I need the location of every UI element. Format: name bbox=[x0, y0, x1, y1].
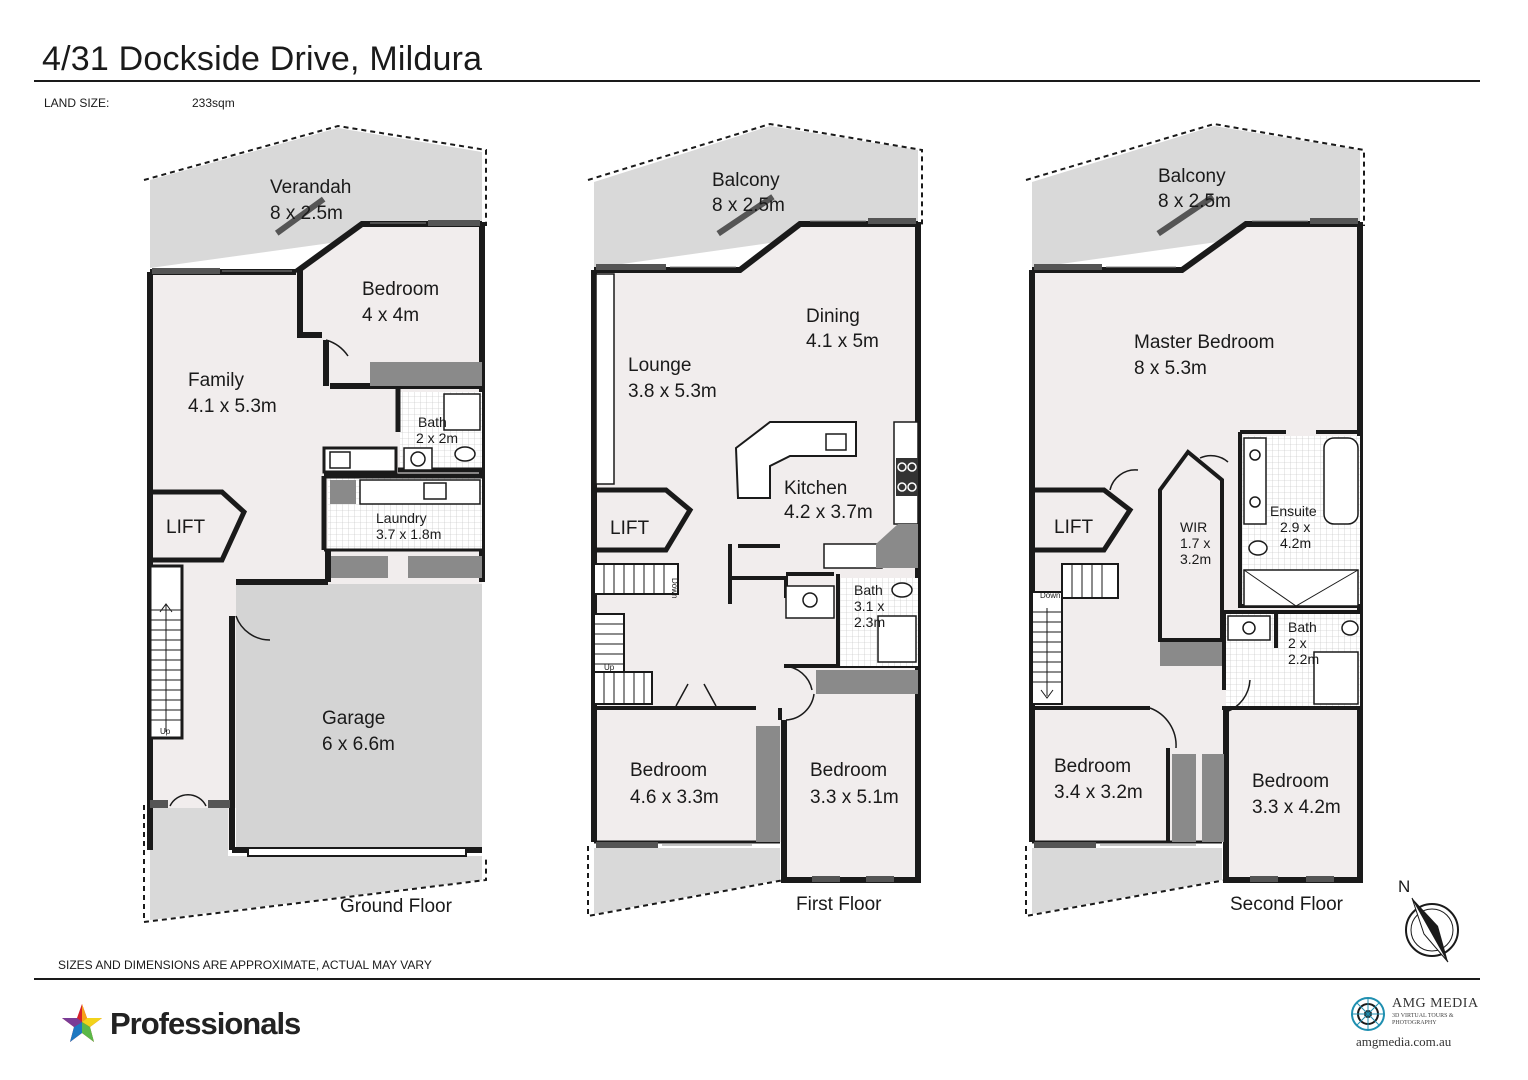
second-balcony-size: 8 x 2.5m bbox=[1158, 191, 1231, 212]
north-label: N bbox=[1398, 877, 1410, 896]
header-divider bbox=[34, 80, 1480, 82]
first-floor-label: First Floor bbox=[796, 894, 882, 915]
ground-bedroom-size: 4 x 4m bbox=[362, 305, 419, 326]
first-bath-size-b: 2.3m bbox=[854, 614, 885, 630]
first-balcony-size: 8 x 2.5m bbox=[712, 195, 785, 216]
amg-media-tagline: 3D VIRTUAL TOURS & PHOTOGRAPHY bbox=[1392, 1013, 1454, 1026]
dining-size: 4.1 x 5m bbox=[806, 331, 879, 352]
floor-plans: Verandah 8 x 2.5m Bedroom 4 x 4m Family … bbox=[143, 122, 1459, 963]
north-compass-icon: N bbox=[1398, 877, 1459, 963]
second-bath-size-b: 2.2m bbox=[1288, 651, 1319, 667]
amg-mandala-icon bbox=[1351, 997, 1385, 1031]
ground-bedroom-label: Bedroom bbox=[362, 279, 439, 300]
second-bath-label: Bath bbox=[1288, 619, 1317, 635]
laundry-size: 3.7 x 1.8m bbox=[376, 526, 441, 542]
lounge-label: Lounge bbox=[628, 355, 691, 376]
footer-divider bbox=[34, 978, 1480, 980]
amg-media-name: AMG MEDIA bbox=[1392, 996, 1479, 1011]
family-label: Family bbox=[188, 370, 244, 391]
second-lift-label: LIFT bbox=[1054, 517, 1093, 538]
lounge-size: 3.8 x 5.3m bbox=[628, 381, 717, 402]
first-bedroom-b-size: 3.3 x 5.1m bbox=[810, 787, 899, 808]
second-bedroom-b-label: Bedroom bbox=[1252, 771, 1329, 792]
garage-size: 6 x 6.6m bbox=[322, 734, 395, 755]
first-interior-floor bbox=[594, 224, 918, 880]
ground-front-yard bbox=[150, 808, 482, 920]
family-size: 4.1 x 5.3m bbox=[188, 396, 277, 417]
first-bedroom-a-label: Bedroom bbox=[630, 760, 707, 781]
ensuite-size-a: 2.9 x bbox=[1280, 519, 1310, 535]
first-lift-label: LIFT bbox=[610, 518, 649, 539]
wir-size-a: 1.7 x bbox=[1180, 535, 1210, 551]
first-bath-size-a: 3.1 x bbox=[854, 598, 884, 614]
second-floor-label: Second Floor bbox=[1230, 894, 1344, 915]
wir-size-b: 3.2m bbox=[1180, 551, 1211, 567]
ensuite-label: Ensuite bbox=[1270, 503, 1317, 519]
first-bedroom-b-label: Bedroom bbox=[810, 760, 887, 781]
ensuite-size-b: 4.2m bbox=[1280, 535, 1311, 551]
first-stair-up-label: Up bbox=[604, 663, 615, 672]
ground-lift-label: LIFT bbox=[166, 517, 205, 538]
brand-name: Professionals bbox=[110, 1006, 301, 1041]
ground-verandah-size: 8 x 2.5m bbox=[270, 203, 343, 224]
first-stair-down-label: Down bbox=[670, 578, 679, 598]
first-floor-plan bbox=[587, 122, 923, 918]
professionals-logo: Professionals bbox=[60, 1000, 301, 1048]
master-bedroom-label: Master Bedroom bbox=[1134, 332, 1274, 353]
ground-bath-size: 2 x 2m bbox=[416, 430, 458, 446]
second-interior-floor bbox=[1032, 224, 1360, 880]
page-title: 4/31 Dockside Drive, Mildura bbox=[42, 40, 483, 78]
second-bedroom-a-label: Bedroom bbox=[1054, 756, 1131, 777]
second-balcony-label: Balcony bbox=[1158, 166, 1226, 187]
ground-bedroom-robe bbox=[370, 362, 482, 386]
first-bath-label: Bath bbox=[854, 582, 883, 598]
ground-floor-label: Ground Floor bbox=[340, 896, 453, 917]
land-size-label: LAND SIZE: bbox=[44, 96, 110, 110]
first-rear-balcony bbox=[594, 848, 780, 914]
disclaimer-text: SIZES AND DIMENSIONS ARE APPROXIMATE, AC… bbox=[58, 958, 432, 972]
first-balcony-label: Balcony bbox=[712, 170, 780, 191]
ground-verandah-label: Verandah bbox=[270, 177, 351, 198]
amg-media-url: amgmedia.com.au bbox=[1356, 1034, 1452, 1049]
ground-floor-plan bbox=[143, 124, 487, 924]
kitchen-label: Kitchen bbox=[784, 478, 847, 499]
ground-bath-label: Bath bbox=[418, 414, 447, 430]
wir-label: WIR bbox=[1180, 519, 1207, 535]
second-floor-plan bbox=[1025, 122, 1365, 918]
second-rear-balcony bbox=[1032, 848, 1222, 914]
land-size-value: 233sqm bbox=[192, 96, 235, 110]
second-stair-down-label: Down bbox=[1040, 591, 1060, 600]
garage-area bbox=[236, 584, 482, 850]
second-bath-size-a: 2 x bbox=[1288, 635, 1307, 651]
garage-label: Garage bbox=[322, 708, 385, 729]
laundry-label: Laundry bbox=[376, 510, 427, 526]
first-bedroom-a-size: 4.6 x 3.3m bbox=[630, 787, 719, 808]
ground-stair-up-label: Up bbox=[160, 727, 171, 736]
star-logo-icon bbox=[62, 1004, 102, 1042]
master-bedroom-size: 8 x 5.3m bbox=[1134, 358, 1207, 379]
second-bedroom-a-size: 3.4 x 3.2m bbox=[1054, 782, 1143, 803]
kitchen-size: 4.2 x 3.7m bbox=[784, 502, 873, 523]
dining-label: Dining bbox=[806, 306, 860, 327]
second-bedroom-b-size: 3.3 x 4.2m bbox=[1252, 797, 1341, 818]
